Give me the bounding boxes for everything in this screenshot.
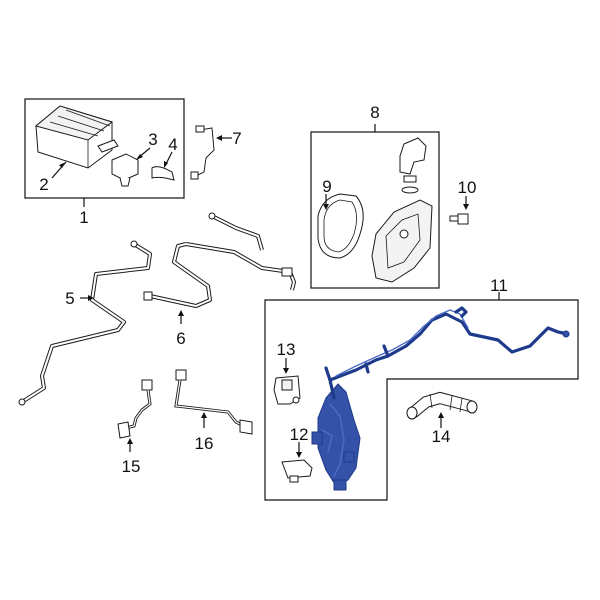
callout-4: 4	[168, 135, 177, 154]
callout-16: 16	[195, 434, 214, 453]
gasket-9[interactable]	[317, 193, 364, 259]
callout-14: 14	[432, 427, 451, 446]
wiring-harness-11[interactable]	[311, 306, 570, 491]
callout-13: 13	[277, 340, 296, 359]
callout-1: 1	[79, 208, 88, 227]
elbow-connector[interactable]	[399, 137, 427, 194]
hose-7[interactable]	[190, 125, 215, 180]
callout-8: 8	[370, 103, 379, 122]
callout-3: 3	[148, 130, 157, 149]
hose-6[interactable]	[143, 212, 296, 308]
callout-2: 2	[39, 175, 48, 194]
connector-12[interactable]	[281, 459, 313, 483]
callout-11: 11	[490, 276, 508, 295]
callout-6: 6	[176, 329, 185, 348]
purge-valve[interactable]	[111, 153, 139, 187]
callout-9: 9	[322, 177, 331, 196]
callout-10: 10	[458, 178, 477, 197]
sensor-15[interactable]	[117, 379, 153, 439]
canister-bracket[interactable]	[151, 166, 175, 181]
bracket-13[interactable]	[273, 375, 301, 405]
group-11-box	[264, 299, 579, 501]
hose-5[interactable]	[18, 240, 152, 406]
callout-7: 7	[232, 129, 241, 148]
sensor-16[interactable]	[174, 369, 253, 435]
bolt-10[interactable]	[449, 213, 469, 225]
callout-15: 15	[122, 457, 141, 476]
hose-14[interactable]	[406, 391, 478, 420]
group-1-box	[24, 98, 185, 199]
housing-cover[interactable]	[371, 199, 433, 283]
callout-5: 5	[65, 289, 74, 308]
callout-12: 12	[290, 425, 309, 444]
vapor-canister[interactable]	[34, 105, 119, 169]
